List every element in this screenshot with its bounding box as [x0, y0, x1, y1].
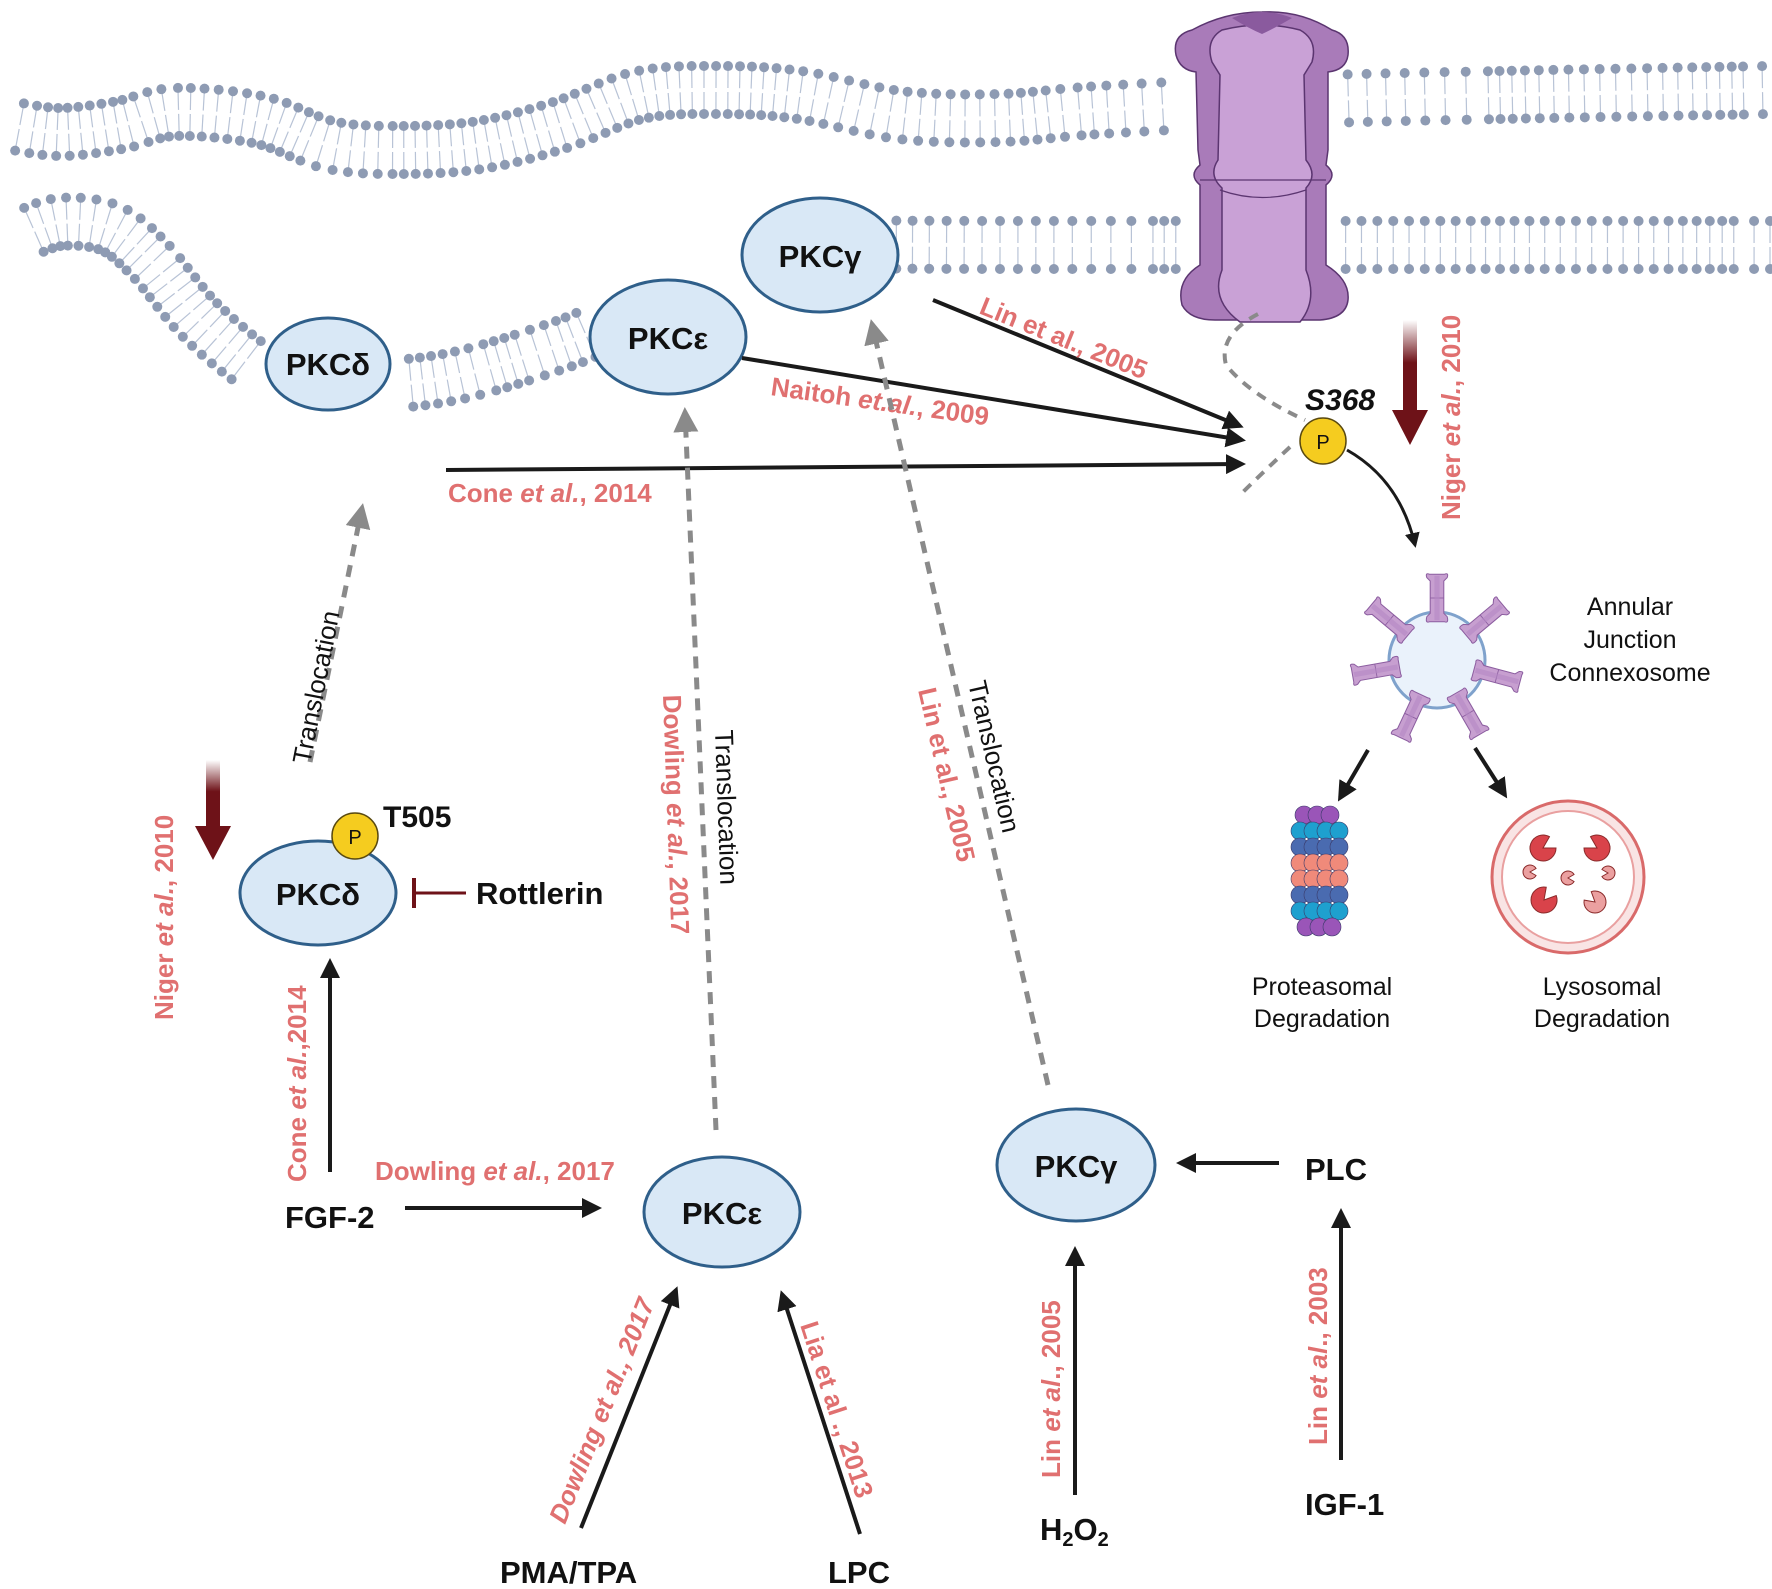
membrane-pkc-epsilon-node[interactable]: PKCε: [588, 278, 748, 396]
lower-membrane: [19, 192, 1772, 412]
membrane-pkc-gamma-label: PKCγ: [779, 239, 862, 274]
arrow-pma-tpa-to-pkc-epsilon: [579, 1286, 680, 1529]
connexin-c-terminal-tail: [1222, 312, 1306, 497]
downregulation-arrow-left-shaft: [206, 760, 220, 830]
annular-connexon-icon: [1390, 689, 1432, 744]
cytosol-pkc-delta-node[interactable]: PKCδ: [238, 839, 398, 947]
s368-site-label: S368: [1305, 384, 1375, 417]
lysosomal-enzyme-icon: [1530, 886, 1558, 914]
downregulation-arrow-right-shaft: [1403, 320, 1417, 415]
translocation-label-epsilon: Translocation: [709, 729, 744, 885]
lysosome-icon: [1490, 799, 1646, 955]
lysosomal-enzyme-icon: [1601, 865, 1616, 881]
h2o2-label[interactable]: H2O2: [1040, 1512, 1109, 1551]
annular-label-line2: Junction: [1583, 626, 1676, 654]
annular-connexon-icon: [1363, 595, 1416, 645]
annular-label-line3: Connexosome: [1549, 659, 1710, 687]
translocation-arrow-pkc-epsilon: [673, 407, 719, 1131]
citation-cone-2014-left: Cone et al.,2014: [282, 985, 312, 1182]
annular-label-line1: Annular: [1587, 593, 1673, 621]
fgf2-label[interactable]: FGF-2: [285, 1200, 375, 1235]
cytosol-pkc-epsilon-node[interactable]: PKCε: [642, 1155, 802, 1269]
cytosol-pkc-delta-label: PKCδ: [276, 877, 360, 912]
proteasomal-label-line2: Degradation: [1254, 1005, 1390, 1033]
membrane-pkc-delta-label: PKCδ: [286, 347, 370, 382]
translocation-arrow-pkc-gamma: [864, 319, 1051, 1086]
citation-dowling-2017-horizontal: Dowling et al., 2017: [375, 1156, 615, 1186]
arrow-pkc-gamma-to-s368: [932, 298, 1244, 430]
arrow-annular-to-proteasome: [1337, 748, 1370, 802]
arrow-lpc-to-pkc-epsilon: [777, 1290, 862, 1535]
cytosol-pkc-gamma-node[interactable]: PKCγ: [995, 1107, 1157, 1223]
arrow-pkc-delta-to-s368: [445, 454, 1246, 475]
lysosomal-enzyme-icon: [1560, 870, 1575, 886]
citation-lin-2003: Lin et al., 2003: [1303, 1267, 1333, 1445]
citation-dowling-2017-vertical: Dowling et al., 2017: [657, 694, 695, 935]
arrow-pkc-epsilon-to-s368: [741, 356, 1246, 448]
pma-tpa-label[interactable]: PMA/TPA: [500, 1555, 637, 1589]
cell-membranes: [10, 60, 1772, 412]
arrow-annular-to-lysosome: [1473, 746, 1508, 799]
lysosomal-enzyme-icon: [1583, 834, 1611, 862]
membrane-pkc-epsilon-label: PKCε: [628, 321, 708, 356]
phospho-symbol: P: [1316, 432, 1329, 454]
gap-junction-connexon-icon: [1174, 11, 1349, 323]
translocation-label-delta: Translocation: [286, 608, 345, 766]
rottlerin-label[interactable]: Rottlerin: [476, 876, 603, 911]
citation-cone-2014-top: Cone et al., 2014: [448, 478, 652, 508]
citation-lin-2005-h2o2: Lin et al., 2005: [1036, 1300, 1066, 1478]
lysosomal-label-line1: Lysosomal: [1543, 973, 1662, 1001]
annular-connexon-icon: [1425, 573, 1449, 623]
annular-junction-connexosome-icon: [1349, 573, 1524, 744]
proteasome-icon: [1290, 805, 1349, 937]
phospho-t505-badge: P: [331, 812, 379, 860]
lpc-label[interactable]: LPC: [828, 1555, 890, 1589]
proteasomal-label-line1: Proteasomal: [1252, 973, 1392, 1001]
phospho-symbol-t505: P: [348, 827, 361, 849]
annular-connexon-icon: [1458, 595, 1511, 645]
lysosomal-label-line2: Degradation: [1534, 1005, 1670, 1033]
lysosomal-enzyme-icon: [1583, 890, 1607, 914]
downregulation-arrow-right-head: [1392, 410, 1428, 445]
phospho-s368-badge: P: [1299, 417, 1347, 465]
translocation-arrow-pkc-delta: [307, 503, 371, 763]
membrane-pkc-delta-node[interactable]: PKCδ: [264, 316, 392, 412]
citation-niger-2010-left: Niger et al., 2010: [149, 815, 179, 1020]
lysosomal-enzyme-icon: [1529, 834, 1557, 862]
citation-lia-2013: Lia et al ., 2013: [794, 1318, 879, 1502]
arrow-s368-to-annular-junction: [1346, 448, 1420, 548]
cytosol-pkc-epsilon-label: PKCε: [682, 1196, 762, 1231]
lysosomal-enzyme-icon: [1522, 864, 1537, 880]
annular-connexon-icon: [1470, 658, 1524, 694]
t505-site-label: T505: [383, 801, 451, 834]
downregulation-arrow-left-head: [195, 826, 231, 860]
cytosol-pkc-gamma-label: PKCγ: [1035, 1149, 1118, 1184]
citation-dowling-2017-pma: Dowling et al., 2017: [543, 1292, 661, 1527]
plc-label[interactable]: PLC: [1305, 1152, 1367, 1187]
citation-niger-2010-right: Niger et al., 2010: [1436, 315, 1466, 520]
citation-lin-2005-top: Lin et al., 2005: [976, 291, 1152, 385]
upper-membrane: [10, 60, 1768, 179]
membrane-pkc-gamma-node[interactable]: PKCγ: [740, 196, 900, 314]
igf1-label[interactable]: IGF-1: [1305, 1487, 1384, 1522]
